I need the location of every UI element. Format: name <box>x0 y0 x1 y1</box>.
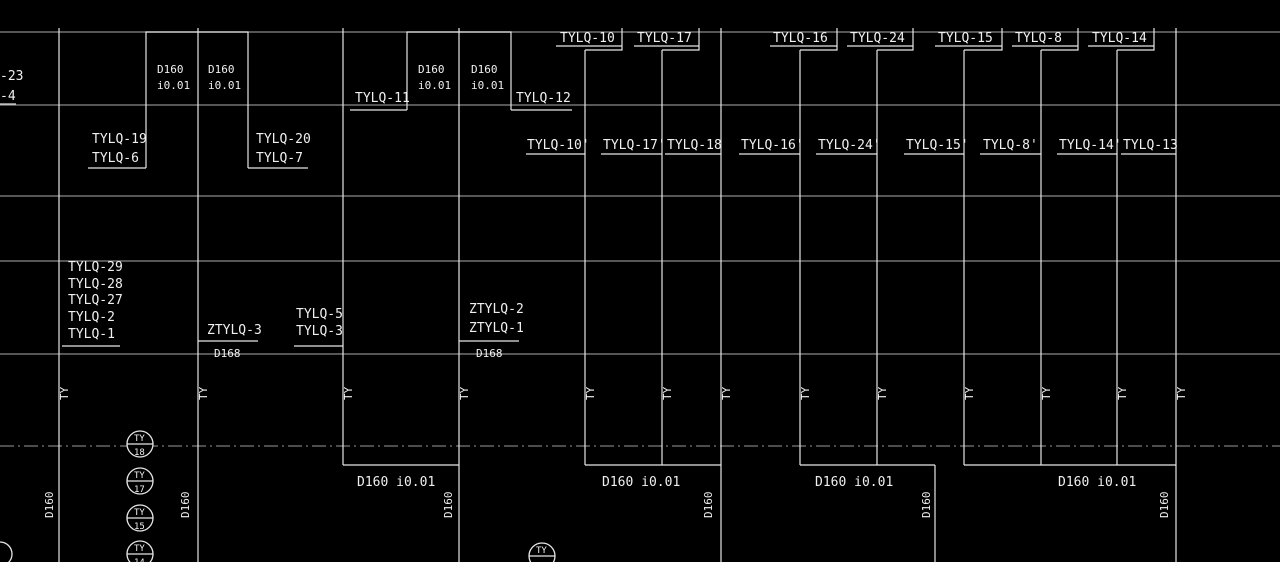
leader-lines <box>0 45 1176 347</box>
horizontal-pipe-labels: D160 i0.01 D160 i0.01 D160 i0.01 D160 i0… <box>357 475 1136 490</box>
ty-label-5: TY <box>584 386 597 400</box>
top-code-1: TYLQ-10 <box>560 31 615 46</box>
top-code-4: TYLQ-24 <box>850 31 905 46</box>
mid-code-5: TYLQ-24' <box>818 138 881 153</box>
top-code-2: TYLQ-17 <box>637 31 692 46</box>
box4-slope: i0.01 <box>471 79 504 92</box>
mid-code-7: TYLQ-8' <box>983 138 1038 153</box>
riser-tag-2: TY 17 <box>126 467 154 495</box>
riser-tag-symbols: TY 18 TY 17 TY 15 TY 14 TY <box>0 430 556 562</box>
ty-label-2: TY <box>197 386 210 400</box>
svg-text:TY: TY <box>134 434 145 444</box>
risers <box>58 28 1177 562</box>
upper-labels: TYLQ-11 TYLQ-12 TYLQ-19 TYLQ-6 TYLQ-20 T… <box>92 91 571 166</box>
ty-label-11: TY <box>1040 386 1053 400</box>
svg-text:TY: TY <box>134 508 145 518</box>
ty-label-3: TY <box>342 386 355 400</box>
box4-size: D160 <box>471 63 498 76</box>
riser-size-1: D160 <box>43 492 56 519</box>
riser-size-5: D160 <box>920 492 933 519</box>
box-labels: D160 i0.01 D160 i0.01 D160 i0.01 D160 i0… <box>157 63 504 92</box>
stack1-line2: TYLQ-28 <box>68 277 123 292</box>
svg-text:15: 15 <box>134 522 145 532</box>
tylq-12-label: TYLQ-12 <box>516 91 571 106</box>
riser-size-6: D160 <box>1158 492 1171 519</box>
box3-size: D160 <box>418 63 445 76</box>
stack3-line2: TYLQ-3 <box>296 324 343 339</box>
left-edge-label-1: -23 <box>0 69 23 84</box>
stack1-line3: TYLQ-27 <box>68 293 123 308</box>
stack1-line1: TYLQ-29 <box>68 260 123 275</box>
top-code-7: TYLQ-14 <box>1092 31 1147 46</box>
top-code-5: TYLQ-15 <box>938 31 993 46</box>
svg-text:TY: TY <box>134 471 145 481</box>
left-edge-label-2: -4 <box>0 89 16 104</box>
svg-text:TY: TY <box>134 544 145 554</box>
riser-size-labels: D160 D160 D160 D160 D160 D160 <box>43 492 1171 519</box>
riser-size-3: D160 <box>442 492 455 519</box>
lower-stacks: TYLQ-29 TYLQ-28 TYLQ-27 TYLQ-2 TYLQ-1 ZT… <box>68 260 524 360</box>
mid-code-9: TYLQ-13 <box>1123 138 1178 153</box>
box2-size: D160 <box>208 63 235 76</box>
ty-label-13: TY <box>1175 386 1188 400</box>
ty-labels: TY TY TY TY TY TY TY TY TY TY TY TY TY <box>58 386 1188 400</box>
mid-code-4: TYLQ-16' <box>741 138 804 153</box>
ty-label-1: TY <box>58 386 71 400</box>
svg-text:18: 18 <box>134 448 145 458</box>
left-group2-line2: TYLQ-7 <box>256 151 303 166</box>
mid-code-2: TYLQ-17' <box>603 138 666 153</box>
riser-size-2: D160 <box>179 492 192 519</box>
mid-code-3: TYLQ-18 <box>667 138 722 153</box>
ty-label-12: TY <box>1116 386 1129 400</box>
ty-label-9: TY <box>876 386 889 400</box>
riser-tag-5: TY <box>528 542 556 562</box>
svg-text:14: 14 <box>134 558 145 562</box>
top-code-6: TYLQ-8 <box>1015 31 1062 46</box>
hpipe-label-1: D160 i0.01 <box>357 475 435 490</box>
ty-label-6: TY <box>661 386 674 400</box>
stack1-line4: TYLQ-2 <box>68 310 115 325</box>
mid-code-1: TYLQ-10' <box>527 138 590 153</box>
ty-label-4: TY <box>458 386 471 400</box>
left-group1-line2: TYLQ-6 <box>92 151 139 166</box>
riser-tag-3: TY 15 <box>126 504 154 532</box>
tylq-11-label: TYLQ-11 <box>355 91 410 106</box>
hpipe-label-4: D160 i0.01 <box>1058 475 1136 490</box>
box1-slope: i0.01 <box>157 79 190 92</box>
riser-size-4: D160 <box>702 492 715 519</box>
svg-text:TY: TY <box>536 546 547 556</box>
left-group2-line1: TYLQ-20 <box>256 132 311 147</box>
stack4-line2: ZTYLQ-1 <box>469 321 524 336</box>
d168-label-1: D168 <box>214 347 241 360</box>
riser-tag-1: TY 18 <box>126 430 154 458</box>
d168-label-2: D168 <box>476 347 503 360</box>
mid-code-6: TYLQ-15' <box>906 138 969 153</box>
box1-size: D160 <box>157 63 184 76</box>
box3-slope: i0.01 <box>418 79 451 92</box>
stack3-line1: TYLQ-5 <box>296 307 343 322</box>
riser-tag-edge <box>0 541 13 562</box>
stack4-line1: ZTYLQ-2 <box>469 302 524 317</box>
left-edge-labels: -23 -4 <box>0 69 23 104</box>
riser-tag-4: TY 14 <box>126 540 154 562</box>
ty-label-10: TY <box>963 386 976 400</box>
hpipe-label-3: D160 i0.01 <box>815 475 893 490</box>
stack2-line1: ZTYLQ-3 <box>207 323 262 338</box>
top-code-3: TYLQ-16 <box>773 31 828 46</box>
top-codes: TYLQ-10 TYLQ-17 TYLQ-16 TYLQ-24 TYLQ-15 … <box>560 31 1147 46</box>
ty-label-7: TY <box>720 386 733 400</box>
offset-boxes <box>145 28 1155 168</box>
mid-code-8: TYLQ-14' <box>1059 138 1122 153</box>
mid-codes: TYLQ-10' TYLQ-17' TYLQ-18 TYLQ-16' TYLQ-… <box>527 138 1178 153</box>
floor-lines <box>0 31 1280 447</box>
stack1-line5: TYLQ-1 <box>68 327 115 342</box>
left-group1-line1: TYLQ-19 <box>92 132 147 147</box>
box2-slope: i0.01 <box>208 79 241 92</box>
svg-text:17: 17 <box>134 485 145 495</box>
ty-label-8: TY <box>799 386 812 400</box>
hpipe-label-2: D160 i0.01 <box>602 475 680 490</box>
